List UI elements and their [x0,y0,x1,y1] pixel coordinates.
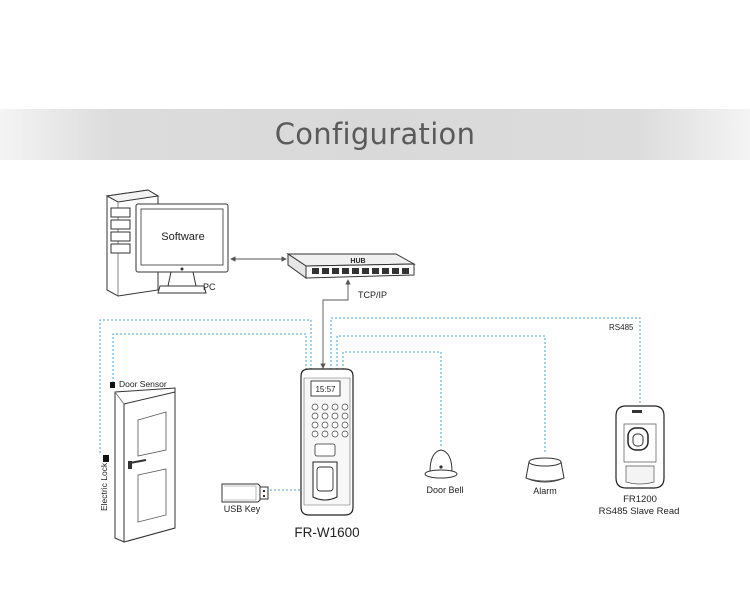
door-bell-label: Door Bell [426,485,463,495]
tcp-ip-connector [320,279,351,369]
fr1200-reader-icon [615,405,665,489]
hub-device [286,253,416,279]
usb-key-label: USB Key [224,504,261,514]
pc-label: PC [203,282,216,292]
page-title: Configuration [274,117,476,151]
header-banner [0,109,750,160]
terminal-device [300,368,354,516]
door [114,387,176,543]
terminal-model-label: FR-W1600 [294,525,359,540]
door-bell-icon [424,449,458,479]
pc-screen-text: Software [161,231,204,243]
hub-brand: HUB [350,258,365,265]
usb-key-icon [221,483,269,503]
tcp-ip-label: TCP/IP [358,290,387,300]
terminal-time: 15:57 [315,385,336,394]
fr1200-model-label: FR1200 [623,494,657,505]
pc-monitor [135,203,229,294]
door-sensor-label: Door Sensor [119,379,167,389]
electric-lock-label: Electric Lock [99,462,109,511]
alarm-icon [525,457,565,483]
rs485-label: RS485 [609,323,634,332]
fr1200-desc-label: RS485 Slave Read [599,506,680,517]
wiring [99,317,641,491]
electric-lock-icon [103,455,109,462]
alarm-label: Alarm [533,486,557,496]
door-sensor-icon [110,382,115,388]
